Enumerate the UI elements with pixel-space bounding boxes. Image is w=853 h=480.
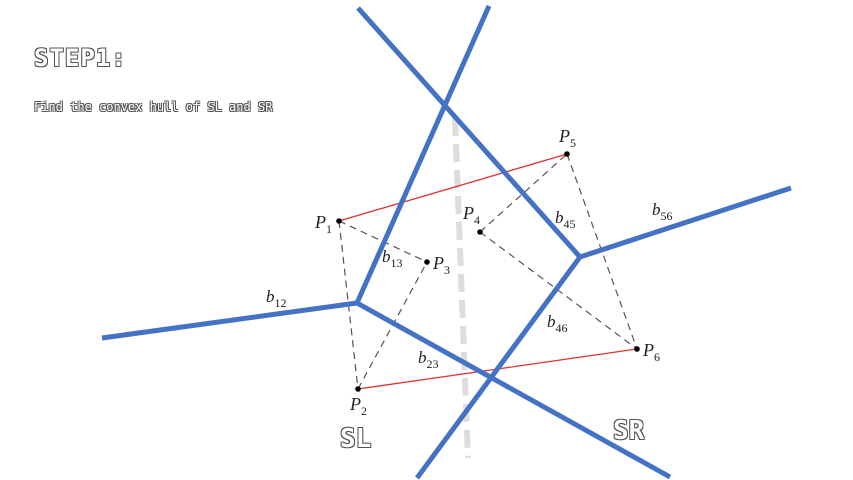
step-title: STEP1: bbox=[34, 44, 127, 72]
voronoi-edge-b23 bbox=[355, 300, 672, 480]
label-p4: P4 bbox=[462, 203, 480, 227]
label-b12: b12 bbox=[266, 287, 287, 310]
label-p1: P1 bbox=[314, 212, 332, 236]
triangulation-edges bbox=[338, 153, 638, 390]
hull-edges bbox=[338, 153, 638, 390]
hull-edge-upper bbox=[338, 153, 568, 222]
step-description: Find the convex hull of SL and SR bbox=[34, 100, 273, 114]
points bbox=[336, 151, 640, 392]
label-p3: P3 bbox=[432, 253, 450, 277]
edge-p4-p6 bbox=[479, 231, 638, 350]
region-label-sl: SL bbox=[340, 424, 372, 454]
point-p1 bbox=[336, 218, 342, 224]
divide-line bbox=[452, 117, 471, 459]
label-b45: b45 bbox=[555, 208, 576, 231]
point-p3 bbox=[424, 259, 430, 265]
voronoi-edge-b12 bbox=[101, 300, 358, 341]
voronoi-edges bbox=[101, 4, 792, 480]
label-b56: b56 bbox=[652, 200, 673, 223]
label-p5: P5 bbox=[558, 126, 576, 150]
voronoi-edge-b45 bbox=[356, 6, 582, 259]
voronoi-edge-b46 bbox=[414, 255, 583, 480]
region-label-sr: SR bbox=[613, 416, 645, 446]
label-b13: b13 bbox=[382, 247, 403, 270]
label-p2: P2 bbox=[349, 394, 367, 418]
point-p2 bbox=[355, 386, 361, 392]
edge-p4-p5 bbox=[479, 153, 568, 233]
point-p6 bbox=[634, 346, 640, 352]
label-b23: b23 bbox=[418, 348, 439, 371]
point-p4 bbox=[477, 229, 483, 235]
point-p5 bbox=[564, 151, 570, 157]
voronoi-edge-b13 bbox=[354, 4, 492, 305]
label-b46: b46 bbox=[547, 312, 568, 335]
edge-p5-p6 bbox=[566, 153, 638, 350]
label-p6: P6 bbox=[642, 340, 660, 364]
voronoi-edge-b56 bbox=[579, 185, 792, 260]
